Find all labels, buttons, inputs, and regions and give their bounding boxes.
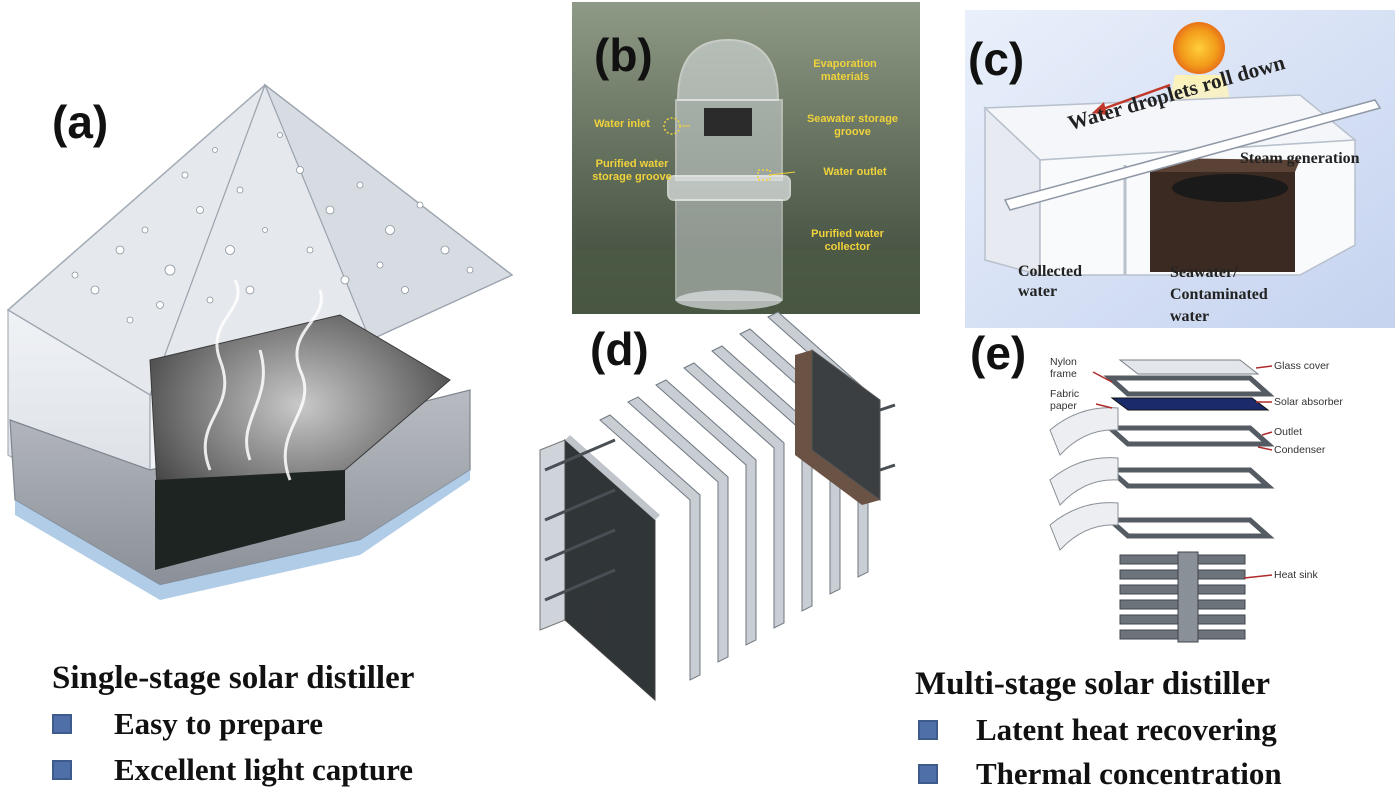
label-fabric-paper: Fabric paper bbox=[1050, 388, 1080, 412]
label-glass-cover: Glass cover bbox=[1274, 360, 1330, 372]
bullet-square-icon bbox=[918, 720, 938, 740]
label-seawater-contaminated: Seawater/ Contaminated water bbox=[1170, 264, 1268, 325]
label-evaporation-materials: Evaporation materials bbox=[813, 58, 877, 83]
inclined-glass bbox=[1003, 99, 1382, 211]
single-stage-title: Single-stage solar distiller bbox=[52, 660, 415, 696]
panel-b-label: (b) bbox=[594, 29, 653, 81]
label-condenser: Condenser bbox=[1274, 444, 1326, 456]
steam-wisps bbox=[203, 279, 323, 481]
bullet-text: Easy to prepare bbox=[114, 706, 323, 741]
multi-stage-bullet-2: Thermal concentration bbox=[918, 756, 1282, 792]
multistage-plates bbox=[539, 311, 896, 702]
absorber-disc bbox=[1172, 174, 1288, 202]
label-outlet: Outlet bbox=[1274, 426, 1303, 438]
label-heat-sink: Heat sink bbox=[1274, 569, 1318, 581]
label-steam-generation: Steam generation bbox=[1240, 150, 1360, 167]
panel-e-label: (e) bbox=[970, 327, 1027, 379]
droplets bbox=[71, 132, 474, 324]
multi-stage-bullet-1: Latent heat recovering bbox=[918, 712, 1277, 748]
multi-stage-title: Multi-stage solar distiller bbox=[915, 666, 1271, 702]
callout-arrows bbox=[1092, 365, 1273, 579]
multistage-exploded-stack bbox=[1049, 359, 1275, 643]
label-purified-storage-groove: Purified water storage groove bbox=[592, 158, 672, 183]
panel-d-label: (d) bbox=[590, 323, 649, 375]
bullet-square-icon bbox=[918, 764, 938, 784]
label-collected-water: Collected water bbox=[1018, 263, 1082, 300]
panel-a-label: (a) bbox=[52, 96, 109, 148]
label-purified-water-collector: Purified water collector bbox=[811, 228, 884, 253]
single-stage-bullet-2: Excellent light capture bbox=[52, 752, 413, 788]
bullet-square-icon bbox=[52, 760, 72, 780]
roll-arrow bbox=[1099, 83, 1171, 112]
sun-icon bbox=[1173, 22, 1225, 74]
label-water-outlet: Water outlet bbox=[823, 166, 887, 178]
bullet-text: Excellent light capture bbox=[114, 752, 414, 787]
distiller-cylinder bbox=[667, 38, 791, 310]
single-stage-bullet-1: Easy to prepare bbox=[52, 706, 323, 742]
bullet-text: Latent heat recovering bbox=[976, 712, 1277, 747]
label-nylon-frame: Nylon frame bbox=[1050, 356, 1077, 380]
label-water-inlet: Water inlet bbox=[594, 118, 650, 130]
bullet-square-icon bbox=[52, 714, 72, 734]
bullet-text: Thermal concentration bbox=[976, 756, 1282, 791]
label-solar-absorber: Solar absorber bbox=[1274, 396, 1343, 408]
label-seawater-storage-groove: Seawater storage groove bbox=[806, 113, 899, 138]
panel-c-label: (c) bbox=[968, 33, 1025, 85]
